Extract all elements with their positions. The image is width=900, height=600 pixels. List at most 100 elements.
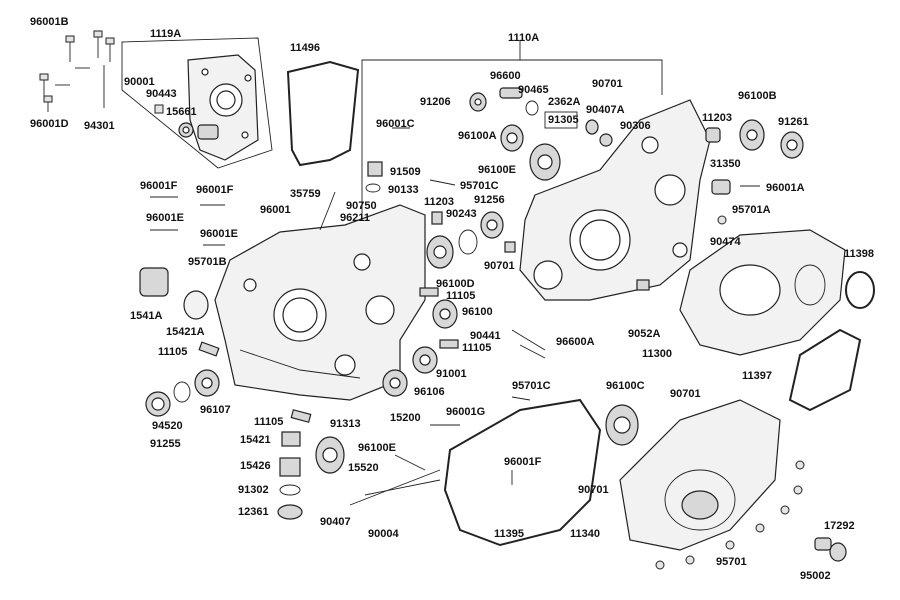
- label-96100A: 96100A: [458, 130, 497, 142]
- label-96001C: 96001C: [376, 118, 415, 130]
- label-91302: 91302: [238, 484, 269, 496]
- bolt-95701C-b: [511, 396, 531, 401]
- label-96100E-b: 96100E: [358, 442, 396, 454]
- stud-15520: [394, 454, 426, 471]
- label-31350: 31350: [710, 158, 741, 170]
- label-90407A: 90407A: [586, 104, 625, 116]
- label-96100B: 96100B: [738, 90, 777, 102]
- label-15520: 15520: [348, 462, 379, 474]
- label-1110A: 1110A: [508, 32, 540, 44]
- label-35759: 35759: [290, 188, 321, 200]
- label-96100E-a: 96100E: [478, 164, 516, 176]
- label-96001A: 96001A: [766, 182, 805, 194]
- plug-9052A: [636, 279, 650, 291]
- label-96001G: 96001G: [446, 406, 486, 418]
- gasket-11496: [286, 60, 360, 167]
- label-90750: 90750: [346, 200, 377, 212]
- dowel-11105-b: [290, 409, 312, 423]
- label-15661: 15661: [166, 106, 197, 118]
- inset-box-1119A: [121, 37, 273, 169]
- part-95002: [829, 542, 847, 562]
- washer-90407A: [585, 119, 599, 135]
- bolts-96001D: [39, 73, 70, 112]
- label-15426: 15426: [240, 460, 271, 472]
- timing-cover-part: [187, 54, 259, 161]
- part-15421A: [183, 290, 209, 320]
- label-90701-a: 90701: [592, 78, 623, 90]
- dowel-11105-d: [439, 339, 459, 349]
- oring-90465: [525, 100, 539, 116]
- label-11105-d: 11105: [254, 416, 284, 428]
- label-11496: 11496: [290, 42, 320, 54]
- bracket-1110A: [361, 59, 663, 250]
- oring-91302: [279, 484, 301, 496]
- label-90443: 90443: [146, 88, 177, 100]
- label-90407: 90407: [320, 516, 351, 528]
- label-96001F-c: 96001F: [504, 456, 542, 468]
- label-94520: 94520: [152, 420, 183, 432]
- label-11300: 11300: [642, 348, 672, 360]
- dowel-11105-c: [419, 287, 439, 297]
- label-90465: 90465: [518, 84, 549, 96]
- shaft-96600: [499, 87, 523, 99]
- label-15421A: 15421A: [166, 326, 205, 338]
- right-crankcase-part: [519, 99, 711, 301]
- dowel-11105-a: [198, 341, 220, 357]
- side-cover-11300: [679, 229, 846, 356]
- gasket-11398: [845, 271, 875, 309]
- label-11398: 11398: [844, 248, 874, 260]
- label-90701-c: 90701: [670, 388, 701, 400]
- label-91313: 91313: [330, 418, 361, 430]
- label-91256: 91256: [474, 194, 505, 206]
- label-95002: 95002: [800, 570, 831, 582]
- label-91001: 91001: [436, 368, 467, 380]
- part-91509: [367, 161, 383, 177]
- label-96100: 96100: [462, 306, 493, 318]
- label-91261: 91261: [778, 116, 809, 128]
- label-90133: 90133: [388, 184, 419, 196]
- label-11340: 11340: [570, 528, 600, 540]
- label-11397: 11397: [742, 370, 772, 382]
- label-96001E-a: 96001E: [146, 212, 184, 224]
- spring-15426: [279, 457, 301, 477]
- label-96001D: 96001D: [30, 118, 69, 130]
- label-17292: 17292: [824, 520, 855, 532]
- bolts-96600A: [511, 329, 546, 359]
- label-90306: 90306: [620, 120, 651, 132]
- label-96100D: 96100D: [436, 278, 475, 290]
- part-1541A: [139, 267, 169, 297]
- strainer-12361: [277, 504, 303, 520]
- label-90474: 90474: [710, 236, 741, 248]
- label-1541A: 1541A: [130, 310, 163, 322]
- label-90701-b: 90701: [484, 260, 515, 272]
- label-90004: 90004: [368, 528, 399, 540]
- label-11203-a: 11203: [702, 112, 732, 124]
- label-15421: 15421: [240, 434, 271, 446]
- left-crankcase-part: [214, 204, 426, 401]
- pin-90443: [154, 104, 164, 114]
- label-90243: 90243: [446, 208, 477, 220]
- label-96001E-b: 96001E: [200, 228, 238, 240]
- dowel-11203-b: [431, 211, 443, 225]
- gasket-11397: [788, 328, 862, 412]
- label-95701A: 95701A: [732, 204, 771, 216]
- label-91255: 91255: [150, 438, 181, 450]
- label-90441: 90441: [470, 330, 501, 342]
- label-96001-a: 96001: [260, 204, 291, 216]
- label-1119A: 1119A: [150, 28, 182, 40]
- bolts-96001B: [65, 30, 115, 69]
- sensor-31350: [711, 179, 731, 195]
- label-96600: 96600: [490, 70, 521, 82]
- washer-95701A: [717, 215, 727, 225]
- label-11105-a: 11105: [446, 290, 476, 302]
- stud-90004-a: [349, 469, 441, 506]
- label-96107: 96107: [200, 404, 231, 416]
- label-2362A: 2362A: [548, 96, 581, 108]
- circlip-94520: [173, 381, 191, 403]
- label-11105-c: 11105: [158, 346, 188, 358]
- label-95701C-b: 95701C: [512, 380, 551, 392]
- box-91305: [544, 111, 578, 129]
- label-12361: 12361: [238, 506, 269, 518]
